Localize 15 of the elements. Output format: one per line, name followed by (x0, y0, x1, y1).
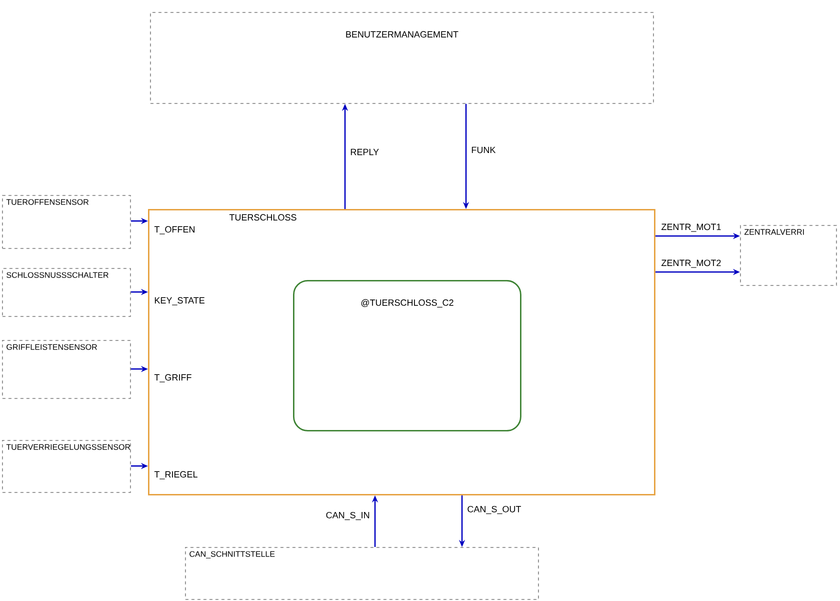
edge-label: CAN_S_OUT (466, 504, 522, 516)
edge-label: T_GRIFF (153, 373, 193, 384)
block-box: SCHLOSSNUSSSCHALTER (2, 268, 131, 317)
block-box: ZENTRALVERRI (740, 224, 837, 286)
block-box: BENUTZERMANAGEMENT (150, 12, 654, 104)
edge-label: T_OFFEN (153, 225, 196, 236)
block-box: CAN_SCHNITTSTELLE (185, 546, 539, 600)
block-box: GRIFFLEISTENSENSOR (2, 340, 131, 399)
state-box: @TUERSCHLOSS_C2 (293, 280, 522, 432)
edge-label: T_RIEGEL (153, 470, 199, 480)
edge-label: ZENTR_MOT2 (660, 258, 722, 269)
block-box: TUEROFFENSENSOR (2, 195, 131, 249)
block-box: TUERVERRIEGELUNGSSENSOR (2, 440, 131, 493)
edge-label: ZENTR_MOT1 (660, 222, 722, 233)
edge-label: KEY_STATE (153, 296, 206, 306)
